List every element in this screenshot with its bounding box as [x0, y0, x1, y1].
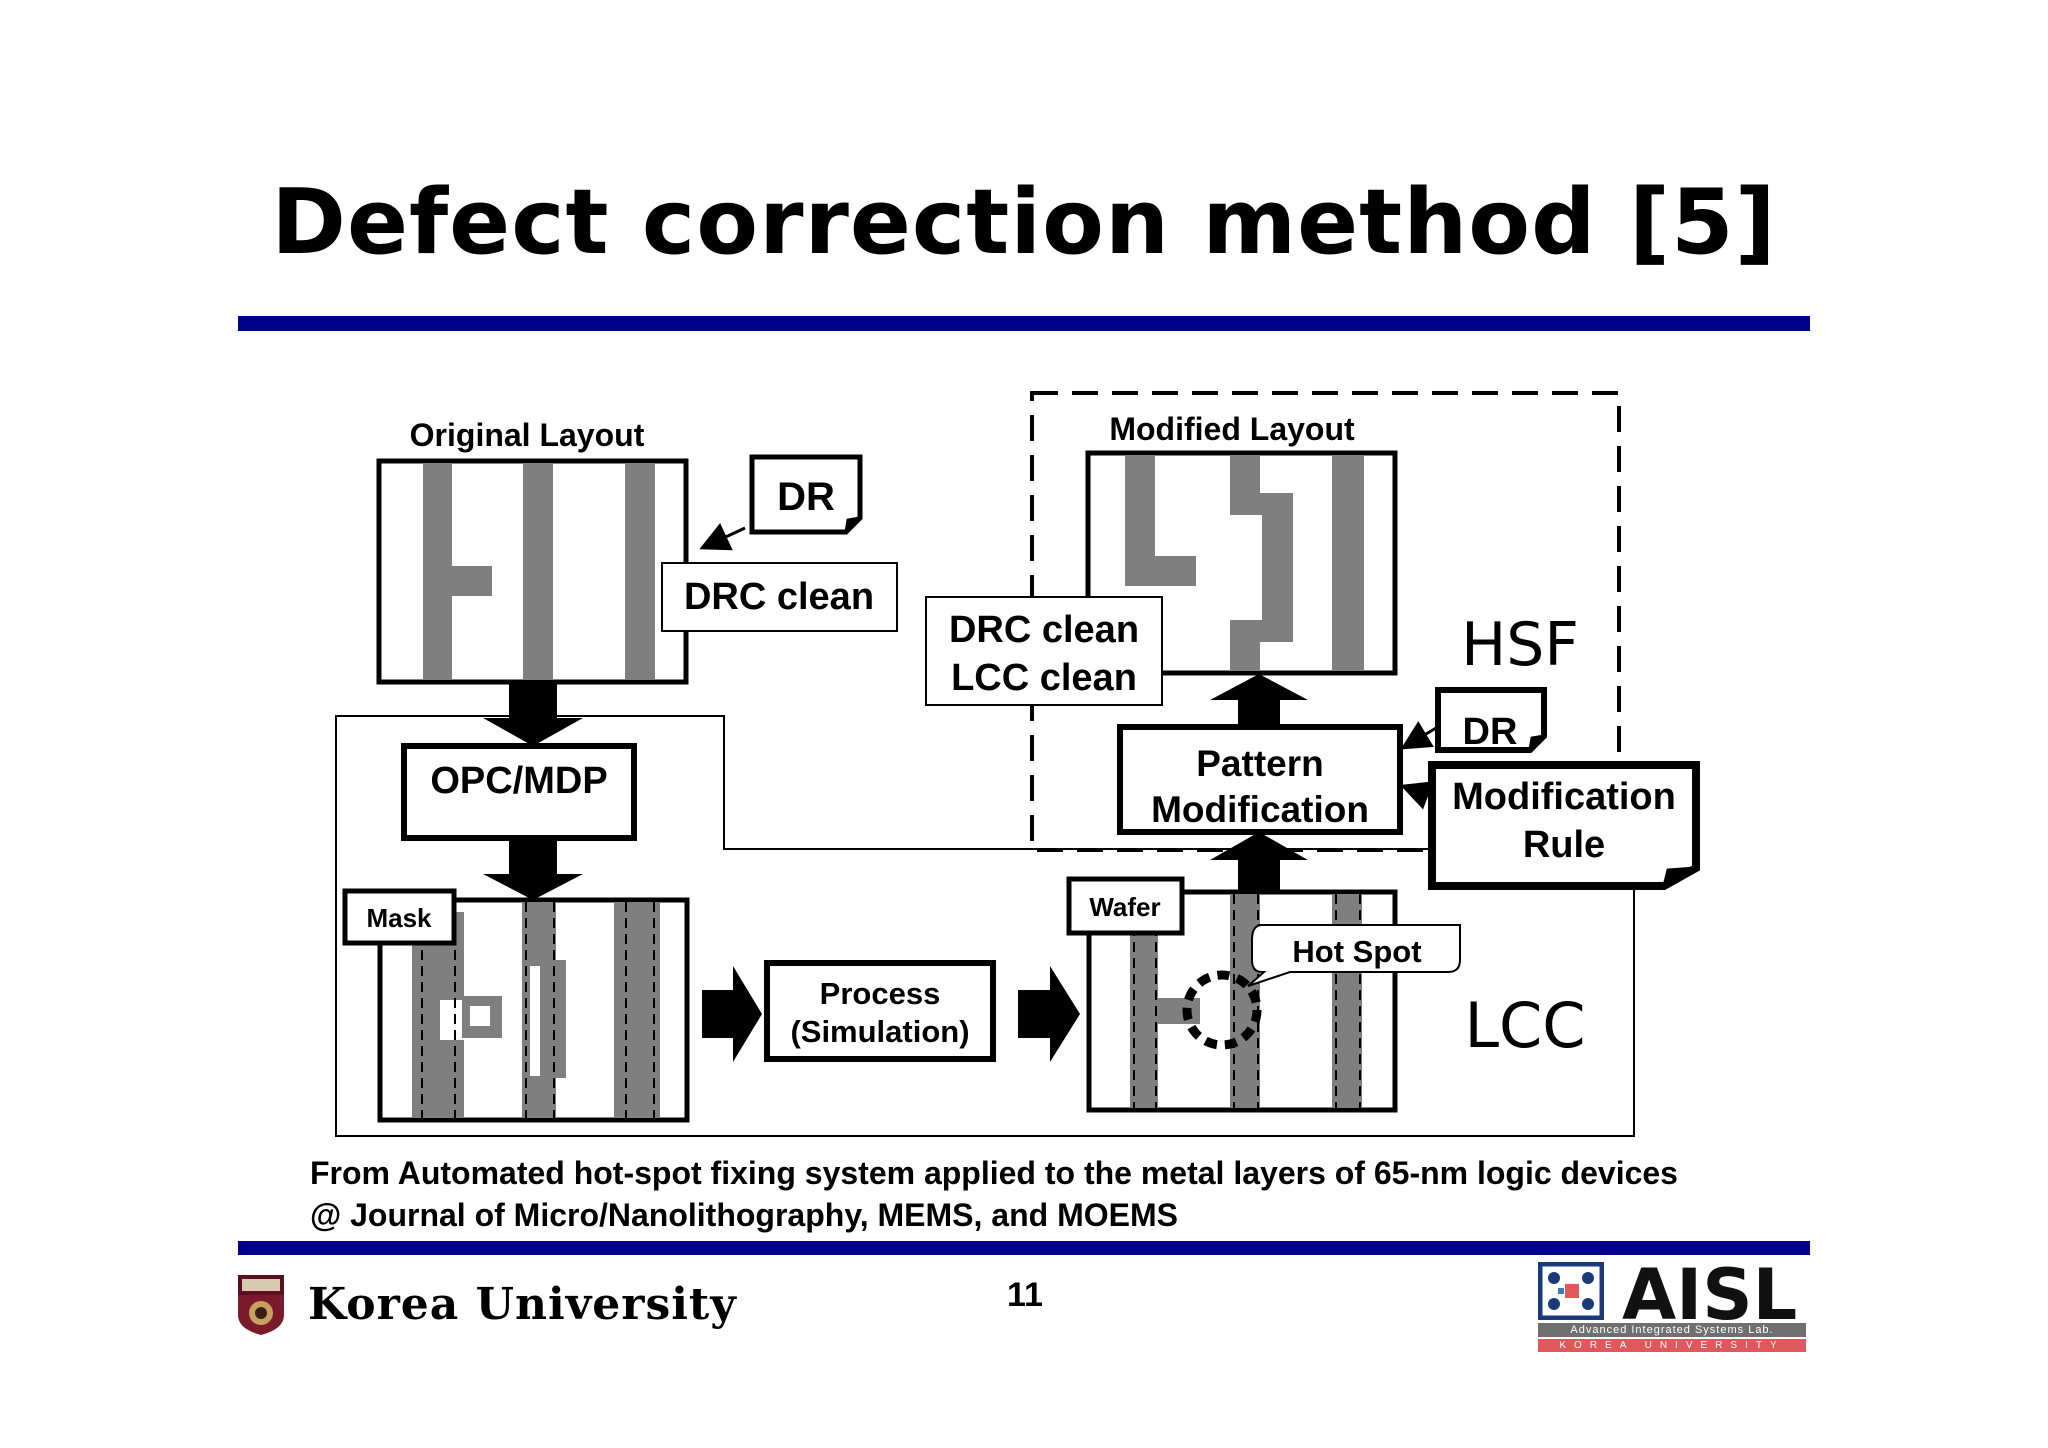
lab-name: AISL [1622, 1254, 1798, 1336]
modification-rule-note: Modification Rule [1428, 761, 1700, 890]
modification-rule-line2: Rule [1523, 824, 1605, 866]
process-label-line1: Process [820, 976, 941, 1011]
arrow-mask-to-process [702, 966, 762, 1062]
lcc-clean-line: LCC clean [951, 657, 1137, 699]
rule-to-pattern-arrow [1400, 781, 1434, 810]
dr-label-top: DR [777, 475, 835, 519]
caption-line-1: From Automated hot-spot fixing system ap… [310, 1155, 1678, 1191]
hot-spot-callout [1247, 924, 1461, 987]
original-layout-box [376, 458, 689, 685]
wafer-label: Wafer [1089, 892, 1160, 922]
lab-subtitle: Advanced Integrated Systems Lab. [1538, 1323, 1806, 1337]
mask-tag [342, 888, 457, 946]
caption-line-2: @ Journal of Micro/Nanolithography, MEMS… [310, 1197, 1178, 1233]
drc-lcc-clean-box [925, 596, 1163, 706]
page-number: 11 [1007, 1276, 1043, 1314]
modified-layout-label: Modified Layout [1109, 411, 1355, 447]
slide-title: Defect correction method [5] [271, 170, 1777, 275]
arrow-original-to-opc [483, 682, 583, 746]
footer-divider [238, 1241, 1810, 1255]
source-caption: From Automated hot-spot fixing system ap… [310, 1152, 1678, 1236]
modification-rule-line1: Modification [1452, 776, 1676, 818]
drc-clean-label: DRC clean [684, 576, 874, 618]
aisl-logo-icon [1538, 1262, 1604, 1320]
university-name: Korea University [308, 1279, 737, 1330]
hot-spot-label: Hot Spot [1292, 934, 1421, 969]
pattern-modification-line1: Pattern [1196, 743, 1323, 784]
arrow-opc-to-mask [483, 838, 583, 900]
dr-to-pattern-arrow [1400, 721, 1437, 750]
opc-mdp-box [401, 743, 637, 841]
dr-to-layout-arrow [699, 523, 746, 551]
dr-note-right: DR [1435, 687, 1547, 753]
lab-subtitle-university: KOREA UNIVERSITY [1538, 1339, 1806, 1352]
mask-label: Mask [366, 903, 432, 933]
process-label-line2: (Simulation) [790, 1014, 969, 1049]
wafer-tag [1066, 876, 1185, 936]
process-box [764, 960, 996, 1062]
pattern-modification-line2: Modification [1151, 789, 1369, 830]
original-layout-label: Original Layout [410, 417, 645, 453]
title-divider [238, 316, 1810, 331]
hsf-label: HSF [1461, 610, 1579, 680]
lcc-label: LCC [1464, 989, 1585, 1062]
arrow-pattern-to-modified [1210, 674, 1308, 727]
drc-clean-line: DRC clean [949, 609, 1139, 651]
korea-university-crest-icon [238, 1275, 284, 1335]
drc-clean-box [661, 562, 898, 632]
hot-spot-marker [1182, 970, 1262, 1050]
opc-mdp-label: OPC/MDP [430, 760, 607, 802]
arrow-process-to-wafer [1018, 966, 1080, 1062]
dr-note-top: DR [749, 454, 863, 535]
arrow-wafer-to-pattern [1210, 832, 1308, 892]
dr-label-right: DR [1463, 711, 1518, 753]
